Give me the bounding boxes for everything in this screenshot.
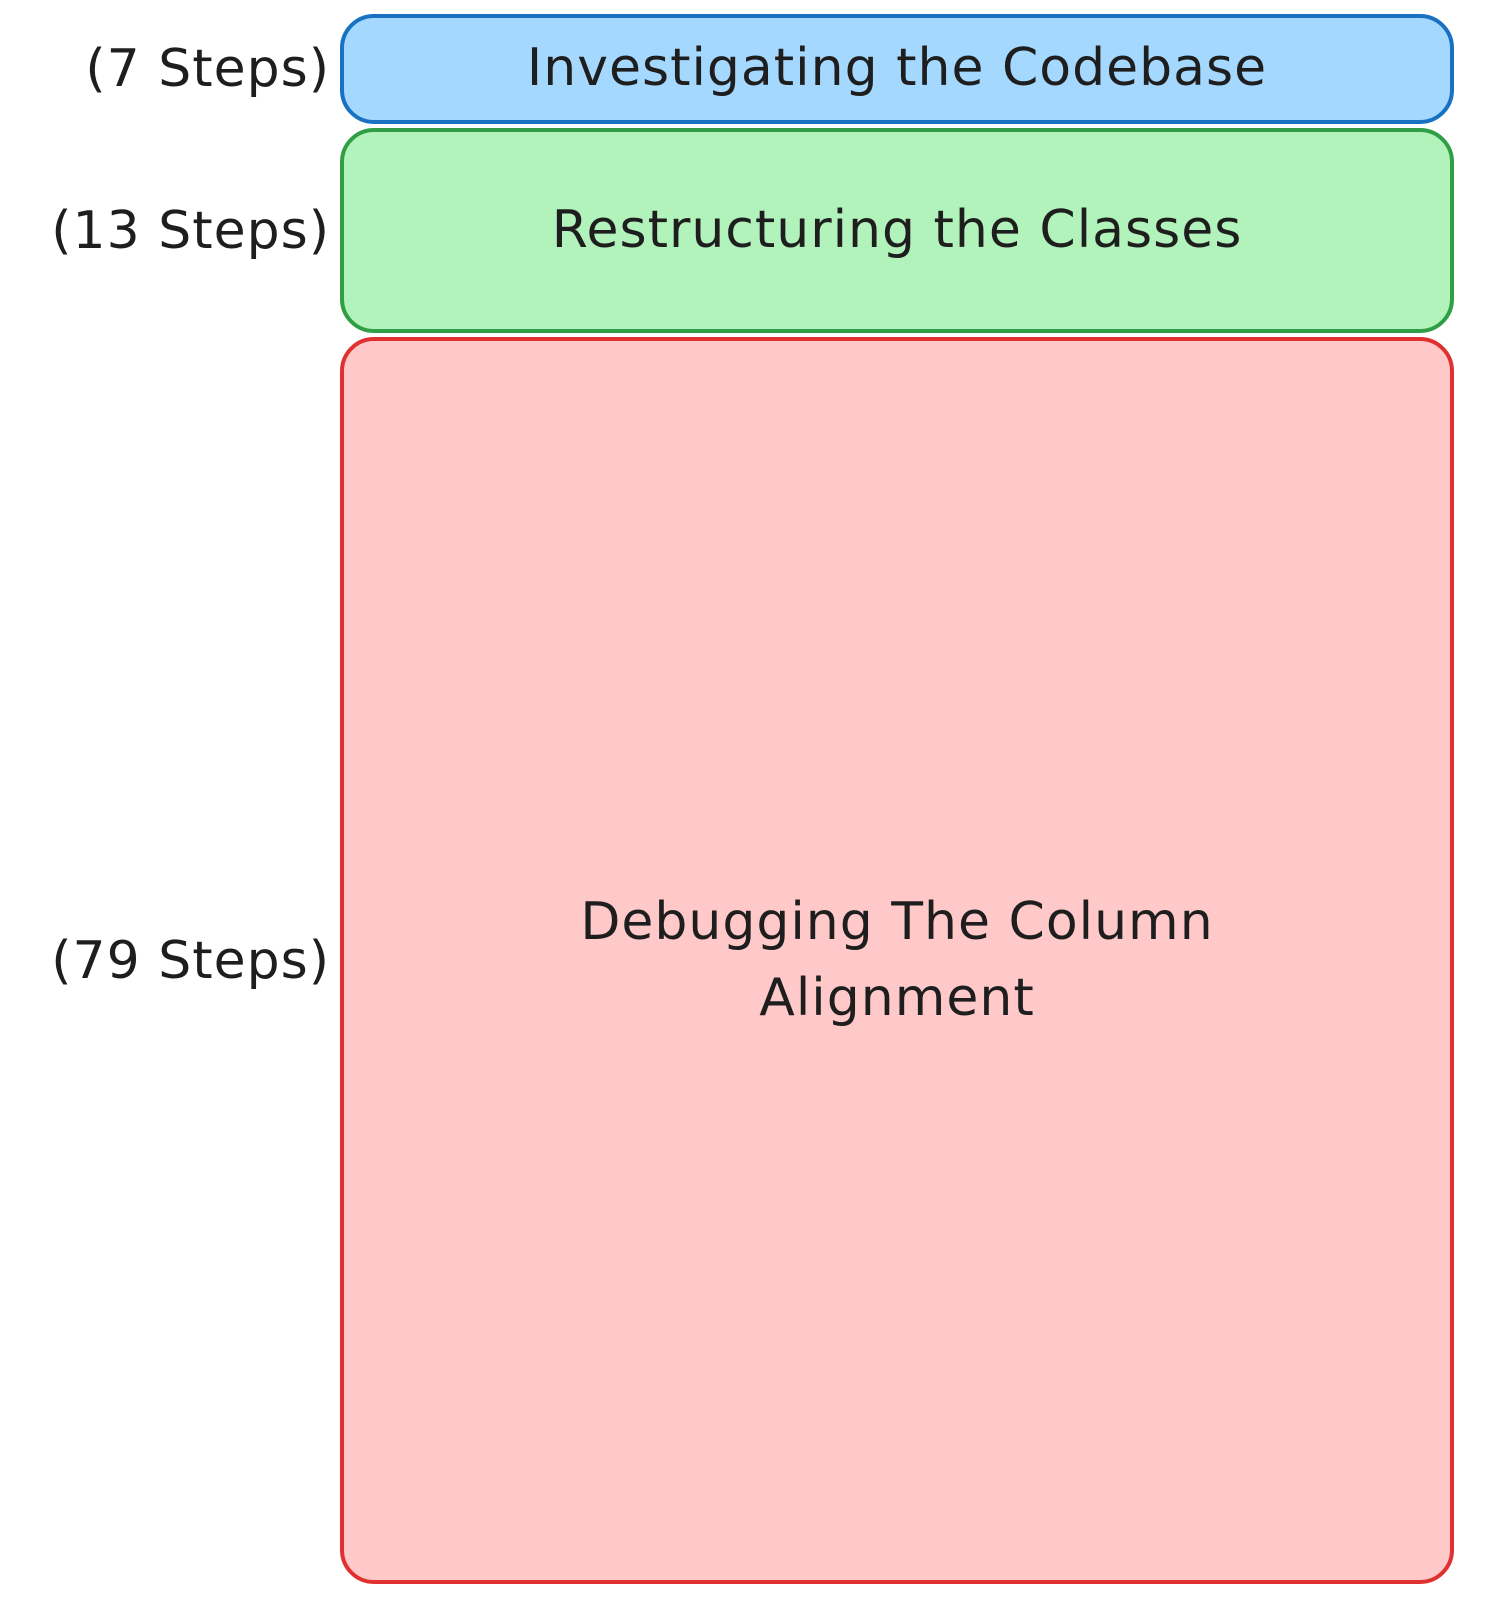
steps-count-label: (7 Steps) [85,39,330,99]
phase-row-debugging: (79 Steps) Debugging The Column Alignmen… [0,337,1489,1584]
phase-box-investigating-the-codebase: Investigating the Codebase [340,14,1454,124]
phase-box-debugging-the-column-alignment: Debugging The Column Alignment [340,337,1454,1584]
phase-row-investigating: (7 Steps) Investigating the Codebase [0,14,1489,124]
phase-row-restructuring: (13 Steps) Restructuring the Classes [0,128,1489,333]
phase-box-restructuring-the-classes: Restructuring the Classes [340,128,1454,333]
steps-count-label: (13 Steps) [51,200,330,261]
phase-title: Debugging The Column Alignment [580,892,1214,1028]
phase-title: Investigating the Codebase [526,38,1268,99]
phase-title: Restructuring the Classes [551,199,1243,260]
steps-count-label: (79 Steps) [51,930,330,991]
